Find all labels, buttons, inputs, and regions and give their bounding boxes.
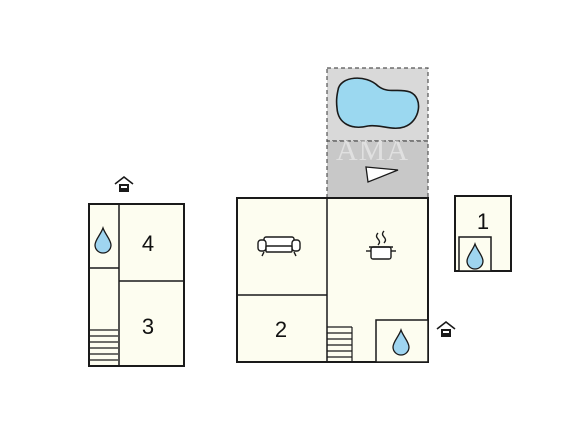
swimming-pool (335, 77, 420, 130)
room-number-3: 3 (142, 314, 154, 339)
terrace-sun-lounger-icon (365, 166, 399, 183)
cooking-pot-icon (366, 230, 396, 260)
room-number-2: 2 (275, 317, 287, 342)
sofa-icon (257, 236, 301, 257)
pool-area (326, 67, 429, 142)
terrace (326, 140, 429, 198)
stairs-icon (327, 326, 353, 362)
stairs-icon (90, 329, 118, 361)
main-building (236, 197, 456, 363)
right-building (454, 195, 512, 272)
house-entrance-icon (114, 176, 134, 193)
left-building (88, 176, 185, 367)
house-entrance-icon (436, 321, 456, 338)
room-number-1: 1 (477, 209, 489, 234)
watermark: AMA (336, 134, 409, 167)
room-number-4: 4 (142, 231, 154, 256)
